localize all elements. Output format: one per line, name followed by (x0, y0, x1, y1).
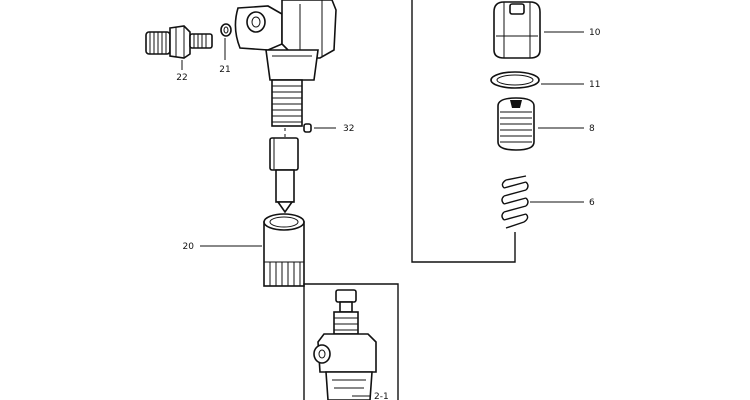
group-bracket (411, 0, 516, 263)
assembly-frame (303, 283, 399, 400)
callout-8: 8 (589, 124, 595, 134)
callout-22: 22 (176, 73, 187, 83)
callout-6: 6 (589, 198, 595, 208)
injector-body (234, 0, 337, 127)
part-11-o-ring (490, 71, 584, 89)
part-21-washer (220, 23, 232, 37)
part-32-pin (303, 123, 336, 133)
callout-11: 11 (589, 80, 600, 90)
part-20-nozzle-nut (200, 213, 305, 287)
callout-20: 20 (183, 242, 195, 252)
callout-32: 32 (343, 124, 354, 134)
part-10-cap-nut (493, 1, 584, 59)
assembly-2-1 (303, 283, 399, 400)
callout-10: 10 (589, 28, 601, 38)
nozzle (269, 137, 299, 214)
callout-21: 21 (219, 65, 230, 75)
part-8-adjusting-screw (497, 97, 584, 151)
part-22-bolt (145, 25, 213, 59)
part-6-spring (501, 175, 584, 229)
callout-2-1: 2-1 (374, 392, 389, 400)
